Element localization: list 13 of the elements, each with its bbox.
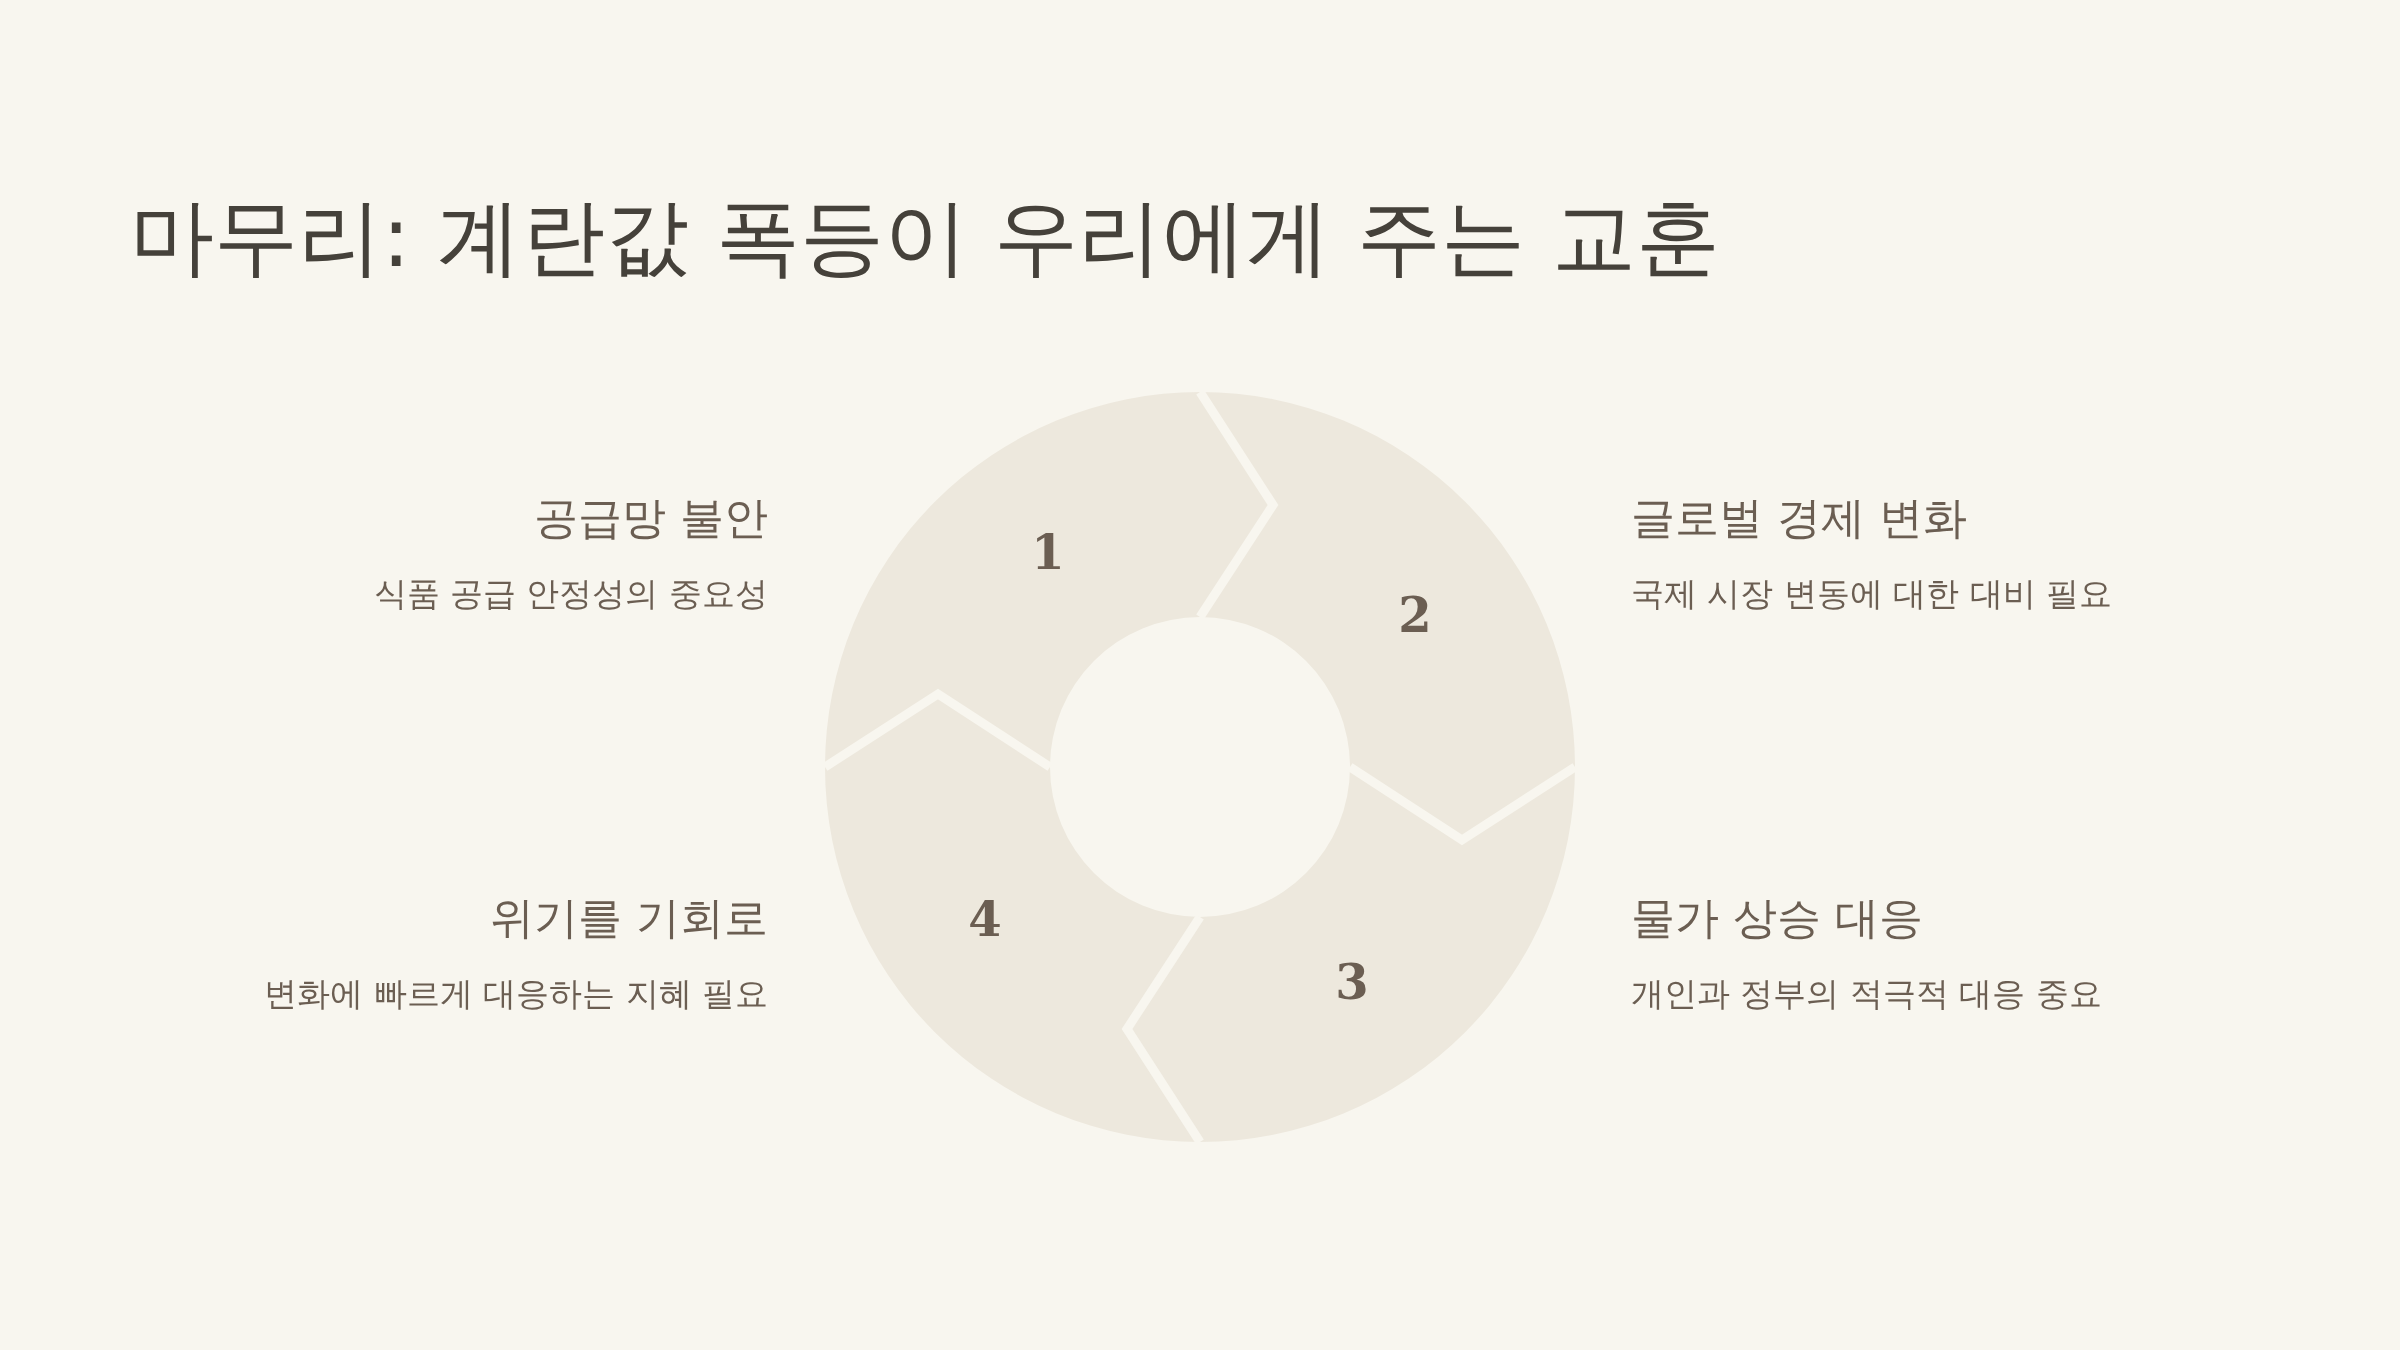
step-number: 1 [1031,524,1065,580]
step-heading: 위기를 기회로 [490,891,768,945]
step-number: 2 [1398,587,1432,643]
title: 마무리: 계란값 폭등이 우리에게 주는 교훈 [130,195,1720,279]
step-number: 3 [1335,954,1369,1010]
step-description: 국제 시장 변동에 대한 대비 필요 [1631,573,2113,615]
step-heading: 공급망 불안 [534,491,768,545]
step-heading: 글로벌 경제 변화 [1631,491,1967,545]
step-description: 변화에 빠르게 대응하는 지혜 필요 [264,973,768,1015]
step-description: 식품 공급 안정성의 중요성 [373,573,768,615]
step-number: 4 [968,891,1002,947]
step-description: 개인과 정부의 적극적 대응 중요 [1631,973,2102,1015]
step-heading: 물가 상승 대응 [1631,891,1923,945]
